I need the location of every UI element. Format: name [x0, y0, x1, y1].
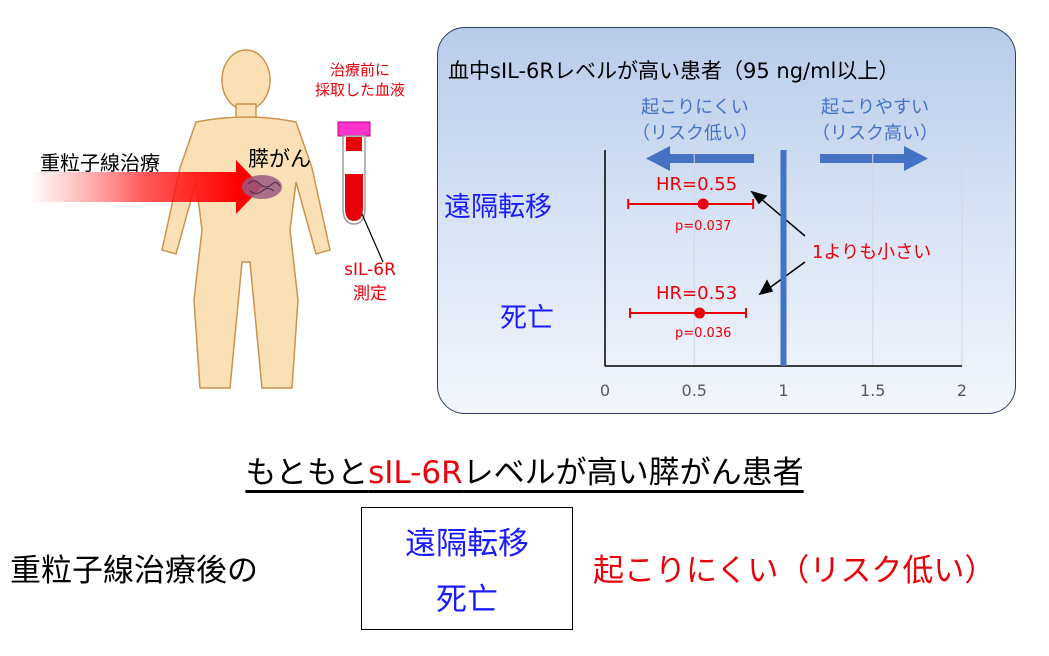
direction-left-label: 起こりにくい （リスク低い） [615, 95, 775, 147]
forest-plot-svg [604, 146, 963, 367]
blood-tube-icon [337, 121, 384, 263]
callout-arrowhead-bottom [758, 279, 774, 296]
summary-headline: もともとsIL-6Rレベルが高い膵がん患者 [0, 447, 1049, 492]
hr-label-metastasis: HR=0.55 [656, 174, 738, 195]
callout-arrowhead-top [750, 190, 768, 205]
hr-point-1 [694, 307, 706, 319]
hr-point-0 [697, 198, 709, 210]
summary-headline-text: もともとsIL-6Rレベルが高い膵がん患者 [245, 447, 803, 492]
direction-right-line1: 起こりやすい [821, 97, 929, 118]
direction-right-line2: （リスク高い） [812, 123, 938, 144]
outcome-death: 死亡 [436, 582, 498, 618]
direction-left-line2: （リスク低い） [632, 123, 758, 144]
outcome-metastasis: 遠隔転移 [405, 526, 529, 562]
x-tick-label-2: 1 [778, 381, 789, 400]
cancer-label: 膵がん [248, 147, 311, 171]
x-tick-label-1: 0.5 [681, 381, 707, 400]
hr-label-death: HR=0.53 [656, 283, 738, 304]
measure-label-line2: 測定 [353, 284, 387, 304]
direction-right-label: 起こりやすい （リスク高い） [795, 95, 955, 147]
blood-sample-label-line2: 採取した血液 [314, 81, 405, 99]
plot-title: 血中sIL-6Rレベルが高い患者（95 ng/ml以上） [448, 59, 900, 83]
beam-arrow-icon [30, 160, 262, 214]
summary-suffix: レベルが高い膵がん患者 [462, 455, 804, 491]
measure-label-line1: sIL-6R [344, 260, 396, 280]
x-tick-label-0: 0 [599, 381, 611, 400]
pancreas-icon [242, 175, 282, 199]
measure-label: sIL-6R 測定 [330, 258, 410, 306]
p-label-metastasis: p=0.037 [675, 219, 732, 234]
therapy-label: 重粒子線治療 [40, 151, 160, 175]
forest-plot-panel [437, 27, 1016, 414]
row-label-metastasis: 遠隔転移 [444, 192, 552, 223]
p-label-death: p=0.036 [675, 326, 732, 341]
x-tick-label-4: 2 [956, 381, 968, 400]
annotation-less-than-one: 1よりも小さい [812, 242, 932, 263]
blood-sample-label-line1: 治療前に [329, 61, 390, 79]
after-treatment-text: 重粒子線治療後の [10, 553, 258, 589]
summary-prefix: もともと [245, 455, 369, 491]
direction-left-line1: 起こりにくい [641, 97, 749, 118]
outcome-box: 遠隔転移 死亡 [361, 507, 573, 630]
patient-illustration [30, 49, 384, 389]
blood-sample-label: 治療前に 採取した血液 [300, 60, 420, 100]
direction-left-arrow-icon [646, 146, 754, 171]
summary-highlight: sIL-6R [368, 455, 463, 491]
x-tick-label-3: 1.5 [860, 381, 886, 400]
conclusion-text: 起こりにくい（リスク低い） [593, 553, 996, 589]
direction-right-arrow-icon [820, 146, 928, 171]
row-label-death: 死亡 [500, 303, 554, 334]
